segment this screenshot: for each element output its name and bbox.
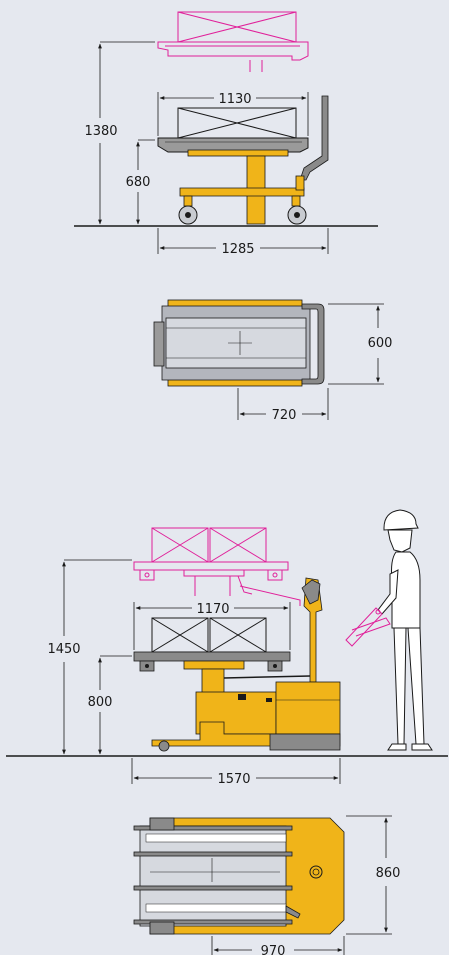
dim-total-height: 1380 — [84, 41, 155, 225]
raised-position-outline — [157, 11, 309, 72]
svg-text:800: 800 — [88, 695, 113, 710]
dim-width-small: 600 — [328, 303, 393, 385]
handle — [299, 95, 329, 181]
svg-text:680: 680 — [126, 175, 151, 190]
dim-base-length: 1570 — [131, 758, 341, 787]
dim-table-length: 1170 — [133, 602, 291, 650]
top-handle — [301, 303, 325, 385]
table-top — [133, 651, 291, 662]
base-frame — [179, 187, 305, 197]
raised-position-outline — [133, 527, 301, 606]
remote-control-icon — [345, 607, 391, 647]
dim-base-length: 1285 — [157, 228, 329, 257]
column-top — [183, 660, 245, 670]
svg-text:970: 970 — [261, 944, 286, 955]
operator-figure-icon — [377, 509, 433, 751]
battery-box — [275, 681, 341, 735]
dim-width-large: 860 — [346, 815, 401, 935]
wheel-left — [178, 205, 198, 225]
svg-text:860: 860 — [376, 866, 401, 881]
dim-total-height: 1450 — [47, 559, 132, 755]
top-platform — [165, 317, 307, 369]
svg-text:1130: 1130 — [218, 92, 251, 107]
svg-text:720: 720 — [272, 408, 297, 423]
figure-side-view-small-lift: 1380 680 1130 1285 — [74, 11, 378, 257]
dim-length-large: 970 — [211, 936, 345, 955]
table-top — [157, 137, 309, 153]
wheel-right — [287, 205, 307, 225]
dim-table-height: 800 — [88, 655, 132, 755]
figure-side-view-large-lift: 1450 800 1170 1570 — [6, 509, 448, 787]
svg-text:1450: 1450 — [47, 642, 80, 657]
figure-top-view-large-lift: 860 970 — [133, 815, 401, 955]
control-knob — [309, 865, 323, 879]
load-box — [177, 107, 297, 139]
dim-length-small: 720 — [237, 388, 329, 423]
svg-text:1380: 1380 — [84, 124, 117, 139]
figure-top-view-small-lift: 600 720 — [153, 299, 393, 423]
dim-table-length: 1130 — [157, 92, 309, 136]
svg-text:600: 600 — [368, 336, 393, 351]
svg-text:1285: 1285 — [221, 242, 254, 257]
svg-text:1570: 1570 — [217, 772, 250, 787]
load-box — [151, 617, 267, 653]
dim-table-height: 680 — [126, 139, 155, 225]
svg-text:1170: 1170 — [196, 602, 229, 617]
wheel-front — [158, 740, 170, 752]
table-plate — [187, 149, 289, 157]
